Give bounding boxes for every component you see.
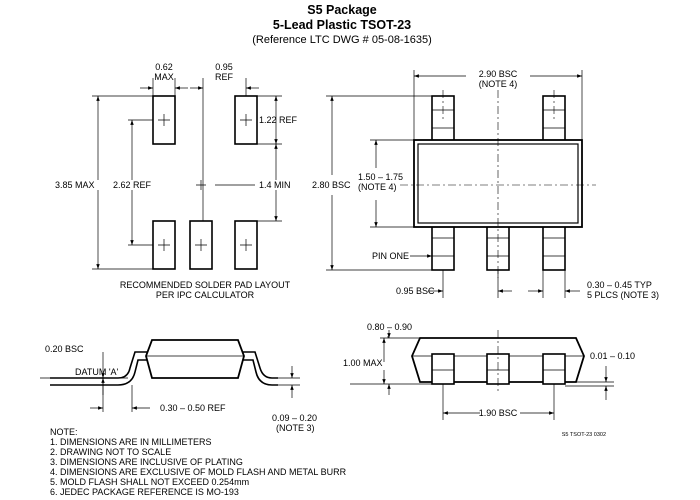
solder-pad-layout: 0.62 MAX 0.95 REF 1.22 REF 3.85 MAX 2.62… [55, 62, 298, 300]
dim-lead-thickness: 0.09 – 0.20 [272, 413, 317, 423]
note-item: 5. MOLD FLASH SHALL NOT EXCEED 0.254mm [50, 477, 249, 487]
notes-heading: NOTE: [50, 427, 78, 437]
lead [431, 223, 455, 271]
dim-body-width-note: (NOTE 4) [358, 182, 397, 192]
dim-overall-width: 2.80 BSC [312, 180, 351, 190]
side-body [145, 339, 245, 379]
note-item: 3. DIMENSIONS ARE INCLUSIVE OF PLATING [50, 457, 243, 467]
note-item: 6. JEDEC PACKAGE REFERENCE IS MO-193 [50, 487, 239, 497]
drawing-id: S5 TSOT-23 0302 [562, 432, 606, 438]
dim-pad-length: 1.22 REF [259, 115, 298, 125]
pad-caption: RECOMMENDED SOLDER PAD LAYOUT [120, 280, 291, 290]
dim-body-width: 1.50 – 1.75 [358, 172, 403, 182]
dim-lead-span: 1.90 BSC [479, 408, 518, 418]
dim-max-height: 1.00 MAX [343, 358, 383, 368]
reference: (Reference LTC DWG # 05-08-1635) [252, 34, 432, 46]
dim-lead-thickness-note: (NOTE 3) [276, 423, 315, 433]
subtitle: 5-Lead Plastic TSOT-23 [273, 18, 411, 32]
end-lead [431, 353, 455, 385]
notes: NOTE: 1. DIMENSIONS ARE IN MILLIMETERS 2… [50, 427, 347, 497]
dim-foot-length: 0.30 – 0.50 REF [160, 403, 226, 413]
dim-gap: 1.4 MIN [259, 180, 291, 190]
note-item: 4. DIMENSIONS ARE EXCLUSIVE OF MOLD FLAS… [50, 467, 347, 477]
dim-gauge: 0.20 BSC [45, 344, 84, 354]
dim-body-length-note: (NOTE 4) [479, 79, 518, 89]
dim-overall: 3.85 MAX [55, 180, 95, 190]
dim-pad-width: 0.62 [155, 62, 173, 72]
dim-lead-width-note: 5 PLCS (NOTE 3) [587, 290, 659, 300]
note-item: 1. DIMENSIONS ARE IN MILLIMETERS [50, 437, 212, 447]
dim-lead-width: 0.30 – 0.45 TYP [587, 280, 652, 290]
pad-caption-line2: PER IPC CALCULATOR [156, 290, 255, 300]
dim-pad-width-max: MAX [154, 72, 174, 82]
dim-pitch: 0.95 [215, 62, 233, 72]
pin-one-label: PIN ONE [372, 251, 409, 261]
dim-standoff: 0.80 – 0.90 [367, 322, 412, 332]
end-view: 0.80 – 0.90 1.00 MAX 0.01 – 0.10 1.90 BS… [343, 322, 635, 438]
dim-lead-pitch: 0.95 BSC [396, 286, 435, 296]
dim-body-length: 2.90 BSC [479, 69, 518, 79]
dim-pitch-ref: REF [215, 72, 234, 82]
title: S5 Package [307, 3, 377, 17]
side-view: 0.20 BSC DATUM 'A' 0.30 – 0.50 REF 0.09 … [40, 339, 317, 433]
note-item: 2. DRAWING NOT TO SCALE [50, 447, 171, 457]
datum-label: DATUM 'A' [75, 367, 119, 377]
header: S5 Package 5-Lead Plastic TSOT-23 (Refer… [252, 3, 432, 46]
lead [542, 223, 566, 271]
top-view: 2.90 BSC (NOTE 4) 2.80 BSC 1.50 – 1.75 (… [312, 69, 659, 300]
end-lead [542, 353, 566, 385]
dim-span: 2.62 REF [113, 180, 152, 190]
dim-lead-height: 0.01 – 0.10 [590, 351, 635, 361]
